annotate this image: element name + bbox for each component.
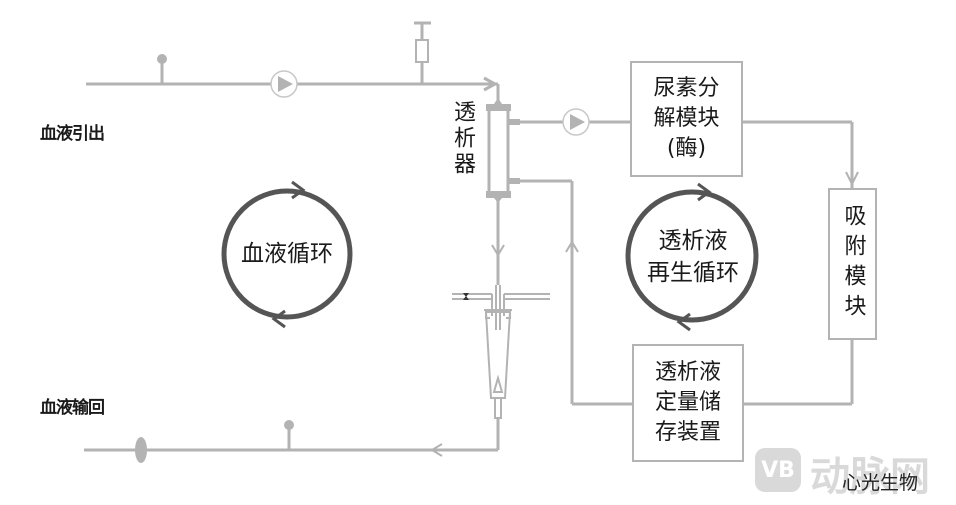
flow-arrow-down-icon xyxy=(845,171,859,187)
flow-arrow-left-icon xyxy=(430,443,443,457)
blood-pump-icon xyxy=(270,70,298,98)
storage-line: 定量储 xyxy=(654,390,721,415)
watermark-logo-text: VB xyxy=(761,457,795,483)
valve-icon xyxy=(463,293,469,300)
clamp-icon xyxy=(135,437,147,463)
urea-module-line: 解模块 xyxy=(653,106,720,131)
blood-cycle-icon xyxy=(221,180,353,329)
dialysate-cycle-icon xyxy=(625,182,759,332)
syringe-icon xyxy=(415,39,429,63)
pressure-sensor-icon xyxy=(157,54,167,64)
blood-cycle-label: 血液循环 xyxy=(241,241,333,267)
flow-arrow-right-icon xyxy=(483,76,499,92)
dialysate-cycle-label-line1: 透析液 xyxy=(658,228,728,254)
storage-line: 存装置 xyxy=(654,420,721,445)
drip-chamber-icon xyxy=(452,285,550,419)
flow-arrow-up-icon xyxy=(565,240,579,253)
blood-out-label: 血液引出 xyxy=(40,124,105,144)
urea-module-line: (酶) xyxy=(666,136,707,161)
credit-label: 心光生物 xyxy=(842,472,919,494)
urea-module-line: 尿素分 xyxy=(653,76,720,101)
urea-decomposition-module: 尿素分 解模块 (酶) xyxy=(630,61,743,177)
adsorption-module: 吸附模块 xyxy=(828,188,877,340)
pressure-sensor-icon xyxy=(284,420,294,430)
dialysate-storage-device: 透析液 定量储 存装置 xyxy=(632,344,744,462)
storage-line: 透析液 xyxy=(654,360,721,385)
dialysate-pump-icon xyxy=(562,108,590,136)
watermark-logo: VB xyxy=(755,448,801,492)
watermark-site: 动脉网 xyxy=(810,454,930,500)
dialysate-cycle-label-line2: 再生循环 xyxy=(647,260,739,286)
dialyzer-icon xyxy=(486,98,520,203)
blood-return-label: 血液输回 xyxy=(40,398,105,418)
dialyzer-label: 透析器 xyxy=(450,100,475,178)
